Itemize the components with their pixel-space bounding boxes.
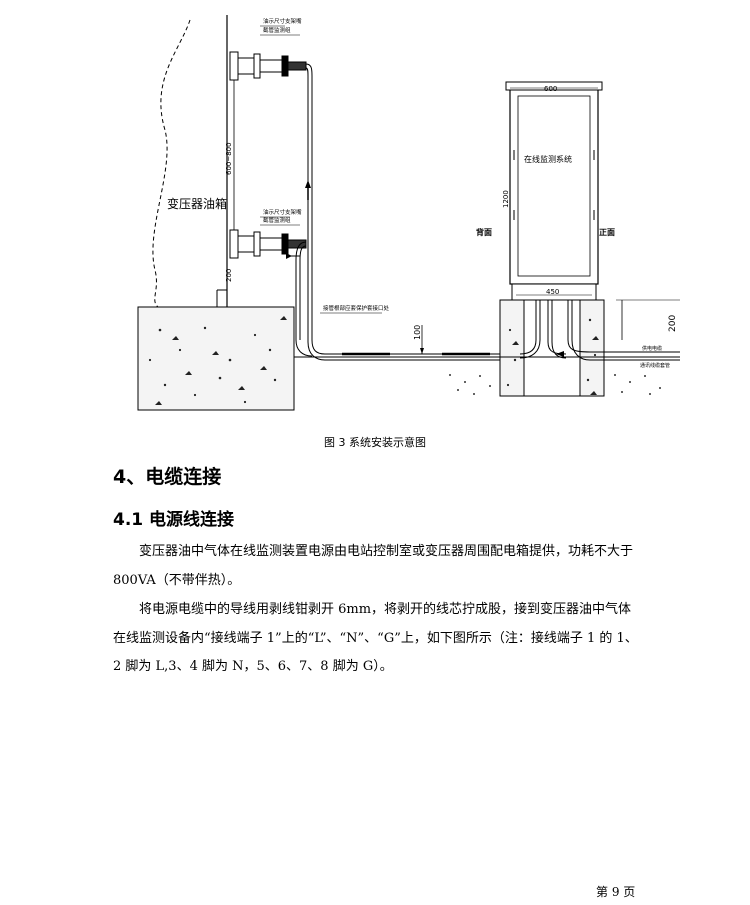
right-note-2: 通讯线缆套管 (640, 362, 670, 369)
tank-foundation (137, 306, 295, 411)
right-note-1: 供电电缆 (642, 345, 662, 352)
dim-600-top: 600 (544, 85, 557, 93)
figure-caption: 图 3 系统安装示意图 (324, 436, 426, 449)
system-label: 在线监测系统 (524, 154, 572, 164)
foundation-texture (148, 316, 287, 405)
page-number: 第 9 页 (596, 885, 636, 899)
dim-200: 200 (668, 315, 678, 332)
paragraph-wiring-instructions: 将电源电缆中的导线用剥线钳剥开 6mm，将剥开的线芯拧成股，接到变压器油中气体在… (113, 602, 638, 674)
dim-100: 100 (413, 325, 422, 340)
back-label: 背面 (476, 227, 492, 237)
upper-valve (229, 51, 307, 81)
dim-1200: 1200 (502, 190, 510, 208)
tank-outline (152, 19, 191, 308)
subsection-heading: 4.1 电源线连接 (113, 510, 235, 530)
dim-200-small: 200 (225, 269, 233, 282)
cabinet-cables (519, 300, 680, 361)
lower-valve (229, 229, 307, 259)
installation-diagram: 变压器油箱 600~800 200 油示尺寸支架嘴 截管监测组 油示尺寸支架嘴 (137, 15, 680, 411)
section-heading: 4、电缆连接 (113, 466, 222, 488)
dim-450: 450 (546, 288, 559, 296)
oil-pipes (295, 63, 500, 361)
valve-note-top-2: 截管监测组 (263, 26, 291, 34)
valve-note-top-1: 油示尺寸支架嘴 (263, 17, 302, 25)
paragraph-power-supply: 变压器油中气体在线监测装置电源由电站控制室或变压器周围配电箱提供，功耗不大于 8… (113, 544, 634, 588)
valve-note-bot-1: 油示尺寸支架嘴 (263, 208, 302, 216)
front-label: 正面 (599, 228, 615, 237)
dim-600-800: 600~800 (225, 142, 233, 175)
monitoring-cabinet (505, 81, 603, 301)
valve-note-bot-2: 截管监测组 (263, 216, 291, 224)
pipe-note: 接管根部应套保护套接口处 (323, 304, 390, 312)
tank-label: 变压器油箱 (167, 196, 227, 211)
